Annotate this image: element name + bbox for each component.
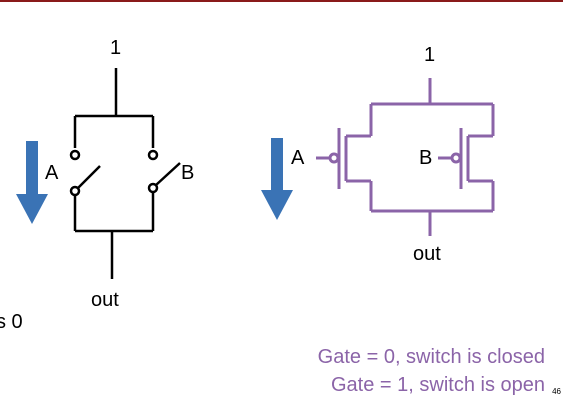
gate-one-note: Gate = 1, switch is open: [330, 374, 545, 396]
gate-zero-note: Gate = 0, switch is closed: [317, 346, 545, 368]
switch-circuit: [69, 68, 181, 279]
right-down-arrow-icon: [261, 138, 293, 220]
left-vdd-label: 1: [110, 37, 122, 59]
left-down-arrow-icon: [16, 141, 48, 224]
cut-off-caption: s 0: [0, 311, 23, 333]
switch-a-blade: [77, 165, 101, 189]
pmos-b-gate-bubble: [450, 152, 462, 164]
pmos-a-gate-bubble: [328, 152, 340, 164]
left-input-a-label: A: [45, 162, 59, 184]
switch-a-bottom-contact: [69, 185, 81, 197]
header-rule: [0, 0, 563, 2]
right-output-label: out: [413, 243, 441, 265]
switch-b-top-contact: [147, 149, 159, 161]
left-input-b-label: B: [181, 162, 195, 184]
switch-b-bottom-contact: [147, 182, 159, 194]
left-output-label: out: [91, 289, 119, 311]
right-input-b-label: B: [419, 147, 433, 169]
switch-b-blade: [155, 162, 181, 186]
page-number: 46: [552, 387, 561, 396]
right-input-a-label: A: [291, 147, 305, 169]
switch-a-top-contact: [69, 149, 81, 161]
pmos-circuit: [316, 78, 495, 236]
right-vdd-label: 1: [424, 44, 436, 66]
